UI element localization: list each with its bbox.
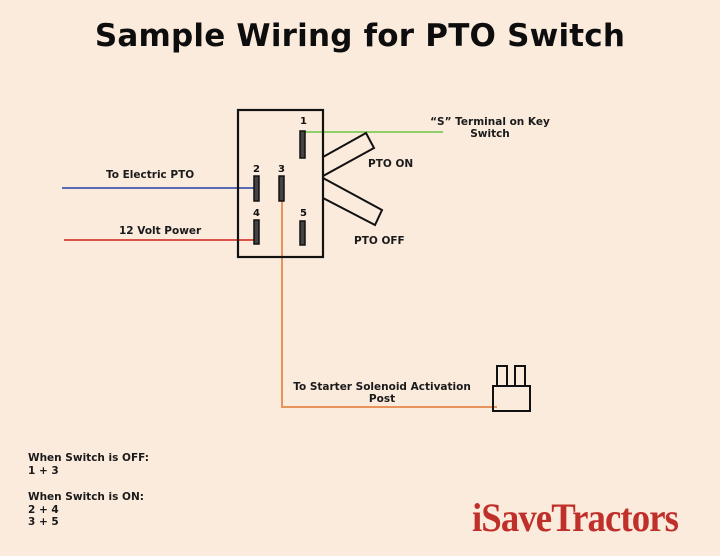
brand-logo: iSaveTractors xyxy=(472,495,679,540)
terminal-5 xyxy=(299,220,306,246)
starter-wire xyxy=(281,198,497,408)
terminal-3 xyxy=(278,175,285,202)
off-item: 1 + 3 xyxy=(28,464,59,477)
terminal-2 xyxy=(253,175,260,202)
terminal-4-label: 4 xyxy=(253,208,260,219)
off-heading: When Switch is OFF: xyxy=(28,452,149,464)
starter-label-line2: Post xyxy=(368,393,396,405)
pto-on-label: PTO ON xyxy=(368,158,414,170)
on-item: 3 + 5 xyxy=(28,516,59,528)
power-label: 12 Volt Power xyxy=(119,225,202,237)
starter-label: To Starter Solenoid Activation Post xyxy=(282,381,482,405)
pto-off-label: PTO OFF xyxy=(354,235,405,247)
terminal-1-label: 1 xyxy=(300,116,307,127)
electric-pto-label: To Electric PTO xyxy=(106,169,195,181)
terminal-2-label: 2 xyxy=(253,164,260,175)
terminal-5-label: 5 xyxy=(300,208,307,219)
key-switch-label: “S” Terminal on Key Switch xyxy=(420,116,560,140)
diagram-title: Sample Wiring for PTO Switch xyxy=(94,18,626,54)
on-item: 2 + 4 xyxy=(28,503,59,516)
terminal-1 xyxy=(299,130,306,159)
switch-states-notes: When Switch is OFF: 1 + 3 When Switch is… xyxy=(28,452,149,529)
lever-off-position xyxy=(322,176,384,227)
solenoid-post-icon xyxy=(492,365,531,412)
starter-label-line1: To Starter Solenoid Activation xyxy=(293,381,471,393)
on-heading: When Switch is ON: xyxy=(28,491,144,503)
terminal-4 xyxy=(253,219,260,245)
key-switch-label-line1: “S” Terminal on Key xyxy=(430,116,550,128)
lever-on-position xyxy=(322,131,376,178)
terminal-3-label: 3 xyxy=(278,164,285,175)
key-switch-label-line2: Switch xyxy=(470,128,510,140)
